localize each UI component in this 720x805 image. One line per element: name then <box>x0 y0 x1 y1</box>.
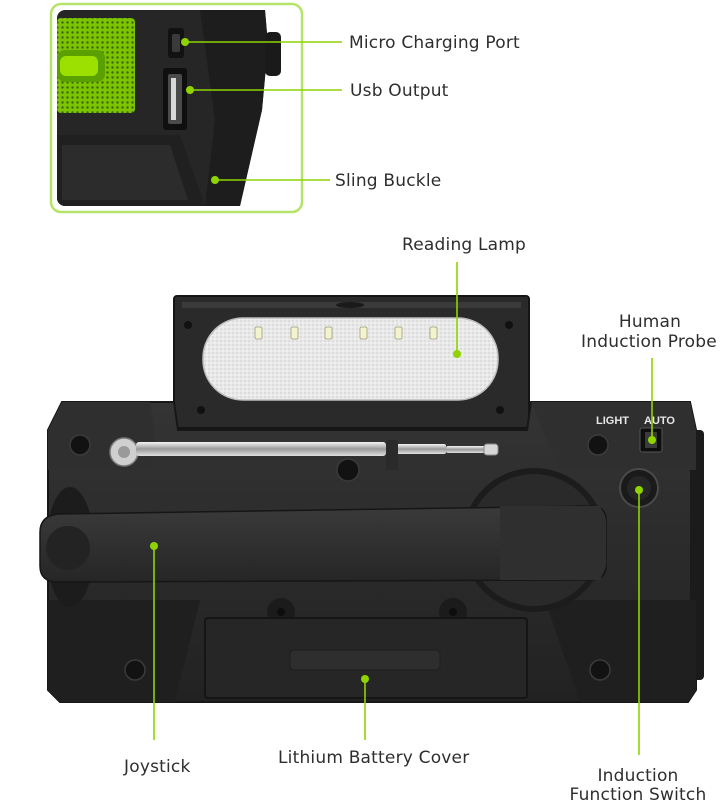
light-label: LIGHT <box>596 415 629 427</box>
label-human-induction-probe-1: Human <box>618 312 682 332</box>
label-reading-lamp: Reading Lamp <box>402 235 527 255</box>
auto-label: AUTO <box>644 415 675 427</box>
battery-cover[interactable] <box>204 598 528 699</box>
label-induction-function-switch-1: Induction <box>597 766 679 786</box>
label-micro-charging-port: Micro Charging Port <box>349 33 520 53</box>
label-sling-buckle: Sling Buckle <box>335 171 442 191</box>
detail-inset <box>49 2 342 214</box>
radio-device: LIGHT AUTO <box>39 295 704 703</box>
crank-handle[interactable] <box>39 487 607 607</box>
reading-lamp-panel <box>173 295 530 429</box>
callout-lines <box>150 262 656 755</box>
lamp-diffuser <box>202 317 499 401</box>
led-row <box>254 326 438 340</box>
label-induction-function-switch-2: Function Switch <box>569 785 707 805</box>
label-joystick: Joystick <box>124 757 191 777</box>
label-usb-output: Usb Output <box>350 81 449 101</box>
telescopic-antenna <box>109 437 499 470</box>
label-human-induction-probe-2: Induction Probe <box>581 332 717 352</box>
label-lithium-battery-cover: Lithium Battery Cover <box>278 748 470 768</box>
